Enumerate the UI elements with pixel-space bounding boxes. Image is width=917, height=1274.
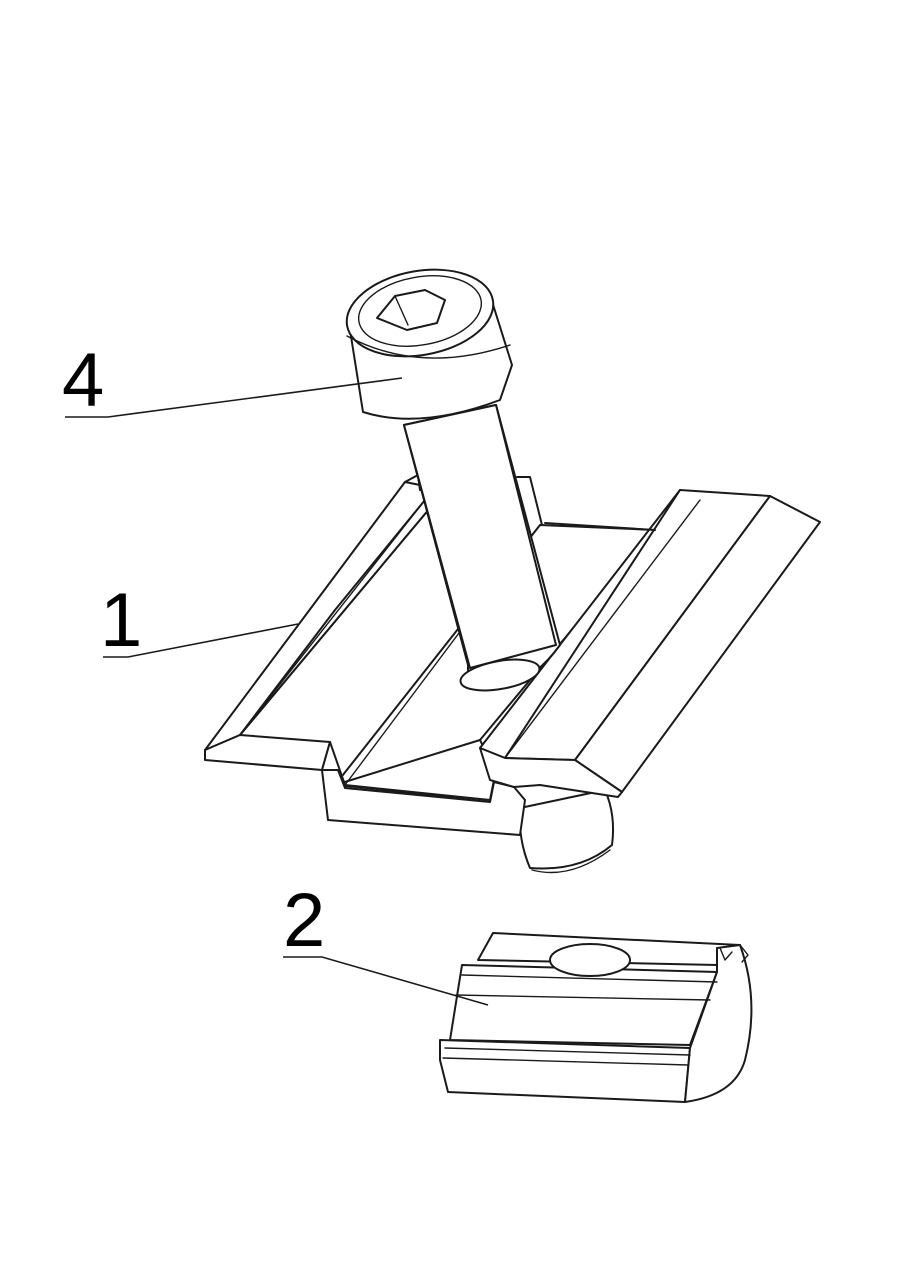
callout-1: 1 <box>100 578 299 663</box>
bolt-head <box>345 268 513 420</box>
bolt-shank <box>403 404 561 692</box>
t-slot-nut <box>439 932 753 1103</box>
callout-2: 2 <box>283 878 489 1006</box>
callout-label-bolt: 4 <box>62 338 104 423</box>
callout-label-nut: 2 <box>283 878 325 963</box>
callout-label-clamp: 1 <box>100 578 142 663</box>
callout-4: 4 <box>62 338 403 423</box>
